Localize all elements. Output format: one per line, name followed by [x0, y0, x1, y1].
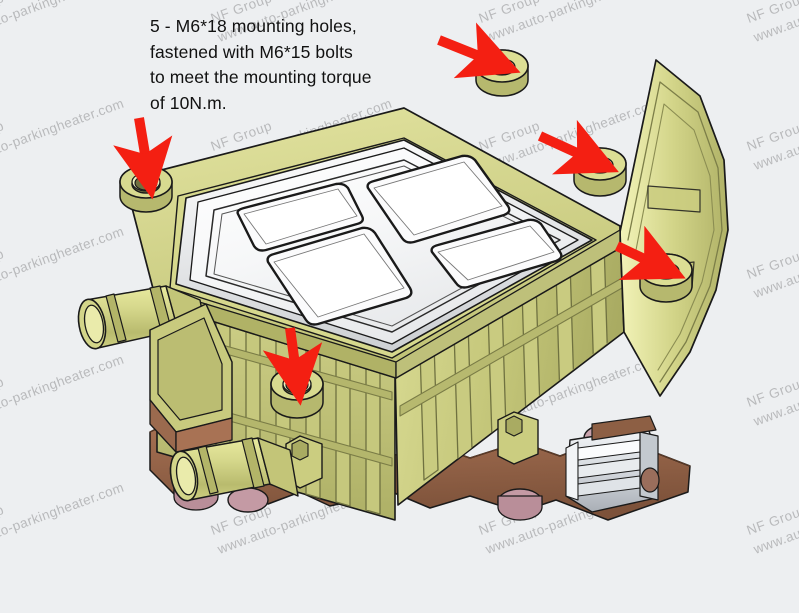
annotation-text: 5 - M6*18 mounting holes, fastened with … [150, 16, 372, 114]
arrow-hole-bottom-left [262, 327, 323, 406]
arrow-hole-top-right [437, 22, 521, 79]
arrow-hole-right-lower [614, 225, 686, 280]
lid-recess-group [236, 154, 563, 326]
lid-groove-outer [205, 159, 561, 333]
arrow-hole-mid-right [537, 119, 619, 175]
inlet-pipe-upper [77, 285, 209, 350]
arrow-hole-top-left [113, 117, 173, 200]
electrical-connector [565, 415, 660, 513]
inlet-pipe-lower [169, 437, 299, 502]
